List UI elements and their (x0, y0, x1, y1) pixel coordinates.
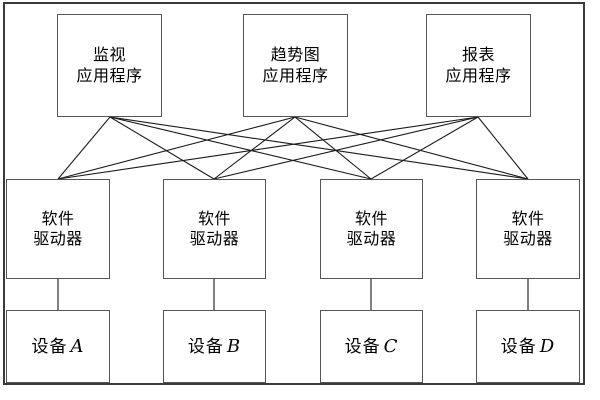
driver-a-line1: 软件 (41, 208, 75, 228)
app-report-line2: 应用程序 (445, 65, 512, 85)
driver-c-line1: 软件 (354, 208, 388, 228)
device-b-ident: B (226, 335, 242, 357)
device-d-name: 设备 (500, 336, 537, 357)
driver-box-c[interactable]: 软件 驱动器 (320, 179, 423, 279)
app-monitor-line2: 应用程序 (76, 65, 143, 85)
device-b-name: 设备 (187, 336, 224, 357)
driver-box-b[interactable]: 软件 驱动器 (163, 179, 266, 279)
driver-box-a[interactable]: 软件 驱动器 (6, 179, 110, 279)
driver-c-line2: 驱动器 (346, 229, 397, 248)
driver-box-d[interactable]: 软件 驱动器 (476, 179, 580, 279)
driver-d-line2: 驱动器 (503, 229, 553, 248)
app-box-monitor[interactable]: 监视 应用程序 (57, 14, 162, 117)
driver-a-line2: 驱动器 (33, 229, 83, 248)
app-report-line1: 报表 (461, 45, 495, 65)
app-trend-line2: 应用程序 (262, 65, 329, 85)
device-a-name: 设备 (31, 336, 68, 357)
driver-b-line2: 驱动器 (189, 229, 240, 248)
app-monitor-line1: 监视 (92, 45, 126, 65)
device-d-ident: D (539, 335, 556, 357)
device-c-ident: C (383, 335, 399, 357)
app-box-report[interactable]: 报表 应用程序 (426, 14, 531, 117)
app-box-trend[interactable]: 趋势图 应用程序 (243, 14, 348, 117)
device-a-ident: A (70, 335, 85, 357)
device-c-name: 设备 (344, 336, 381, 357)
driver-d-line1: 软件 (511, 208, 545, 228)
app-trend-line1: 趋势图 (270, 45, 321, 65)
driver-b-line1: 软件 (197, 208, 231, 228)
